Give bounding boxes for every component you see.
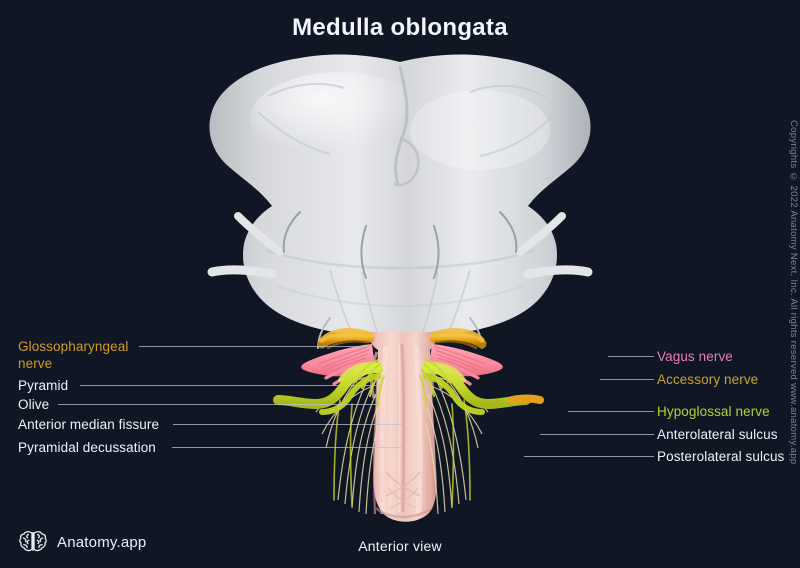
- label-pyramid-text: Pyramid: [18, 378, 69, 393]
- label-glossopharyngeal-nerve-line2: nerve: [18, 356, 53, 371]
- label-hypoglossal-nerve[interactable]: Hypoglossal nerve: [657, 403, 770, 420]
- label-posterolateral-sulcus[interactable]: Posterolateral sulcus: [657, 448, 784, 465]
- label-glossopharyngeal-nerve-line1: Glossopharyngeal: [18, 339, 129, 354]
- label-pyramidal-decussation[interactable]: Pyramidal decussation: [18, 439, 156, 456]
- leader-vagus-nerve: [608, 356, 654, 357]
- glossopharyngeal-accessory-bands: [317, 328, 487, 350]
- copyright-text: Copyrights © 2022 Anatomy Next, Inc. All…: [788, 120, 799, 465]
- label-pyramid[interactable]: Pyramid: [18, 377, 68, 394]
- leader-hypoglossal-nerve: [568, 411, 654, 412]
- hypoglossal-nerve-structure: [273, 359, 544, 507]
- leader-posterolateral-sulcus: [524, 456, 654, 457]
- label-vagus-nerve-text: Vagus nerve: [657, 349, 733, 364]
- view-caption: Anterior view: [358, 538, 442, 554]
- label-hypoglossal-nerve-text: Hypoglossal nerve: [657, 404, 770, 419]
- label-olive-text: Olive: [18, 397, 50, 412]
- pons-structure: [209, 54, 591, 337]
- label-anterior-median-fissure-text: Anterior median fissure: [18, 417, 160, 432]
- label-accessory-nerve[interactable]: Accessory nerve: [657, 371, 758, 388]
- leader-glossopharyngeal: [139, 346, 369, 347]
- label-olive[interactable]: Olive: [18, 396, 49, 413]
- leader-pyramid: [80, 385, 382, 386]
- page-title: Medulla oblongata: [292, 14, 508, 41]
- leader-accessory-nerve: [600, 379, 654, 380]
- label-anterior-median-fissure[interactable]: Anterior median fissure: [18, 416, 159, 433]
- label-anterolateral-sulcus-text: Anterolateral sulcus: [657, 427, 778, 442]
- leader-olive: [58, 404, 376, 405]
- leader-pyramidal-decussation: [172, 447, 402, 448]
- label-accessory-nerve-text: Accessory nerve: [657, 372, 759, 387]
- leader-anterior-median-fissure: [173, 424, 402, 425]
- label-glossopharyngeal-nerve[interactable]: Glossopharyngeal nerve: [18, 338, 128, 372]
- label-pyramidal-decussation-text: Pyramidal decussation: [18, 440, 156, 455]
- brand-logo-text: Anatomy.app: [57, 533, 147, 551]
- brain-icon: [19, 531, 47, 552]
- label-vagus-nerve[interactable]: Vagus nerve: [657, 348, 733, 365]
- leader-anterolateral-sulcus: [540, 434, 654, 435]
- label-anterolateral-sulcus[interactable]: Anterolateral sulcus: [657, 426, 778, 443]
- brand-logo[interactable]: Anatomy.app: [18, 528, 146, 556]
- label-posterolateral-sulcus-text: Posterolateral sulcus: [657, 449, 785, 464]
